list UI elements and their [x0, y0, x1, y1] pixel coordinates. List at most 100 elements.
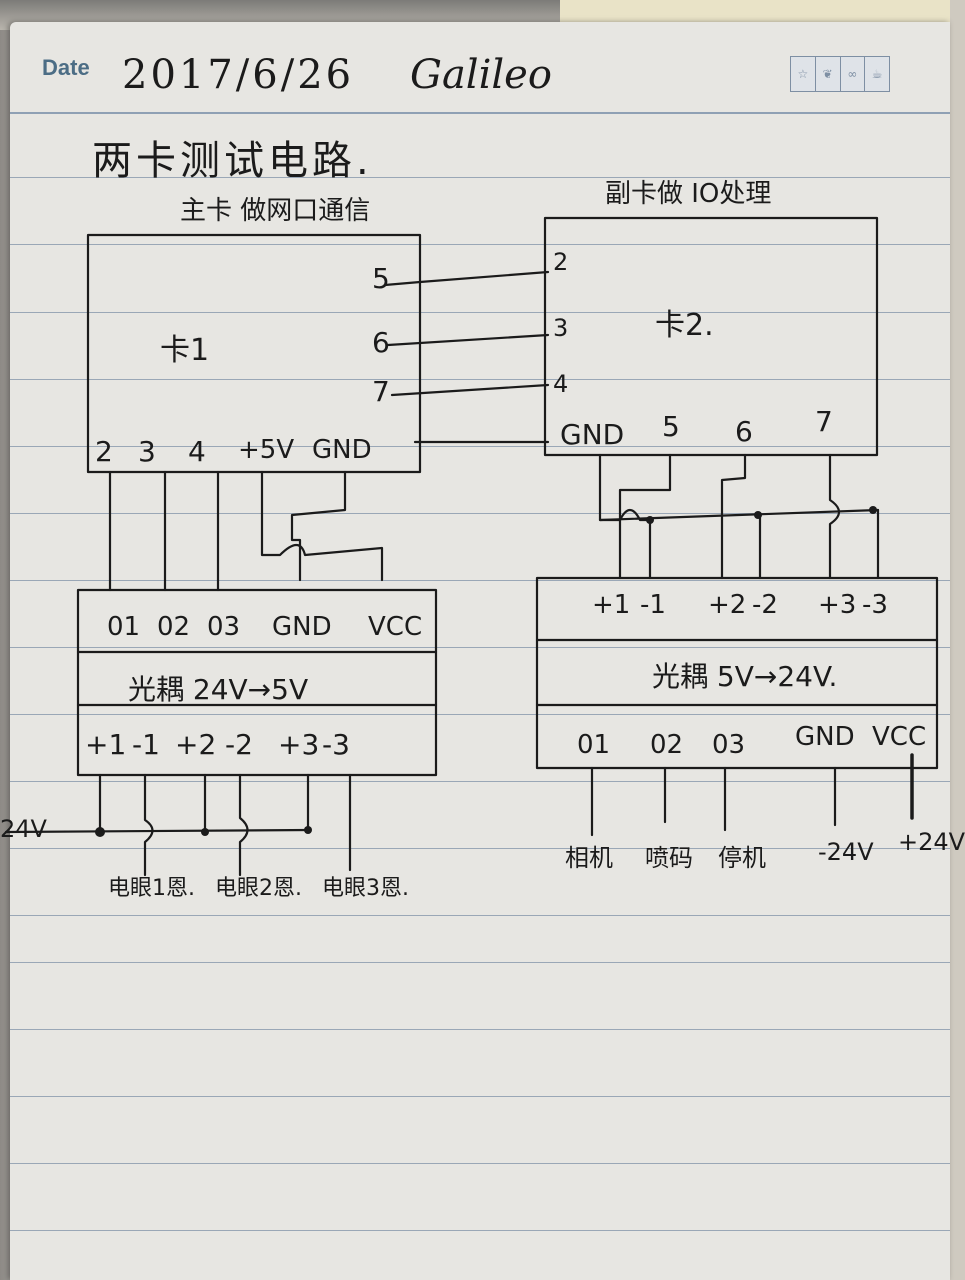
wire-gnd1 [290, 470, 347, 582]
glasses-icon: ∞ [840, 56, 866, 92]
wire-5v [260, 470, 384, 582]
wire-minus2-out [238, 773, 249, 877]
ruled-line [10, 312, 950, 313]
output-printer-label: 喷码 [645, 844, 693, 872]
junction-dot [869, 506, 877, 514]
header-icons: ☆ ❦ ∞ ☕ [790, 56, 890, 92]
wire-c2gnd [598, 453, 652, 580]
opto2-pin-minus2: -2 [752, 590, 778, 620]
opto1-pin-gnd: GND [272, 612, 332, 642]
card1-name: 卡1 [160, 333, 210, 368]
card1-pin-6: 6 [372, 326, 390, 359]
output-pos24-label: +24V [898, 828, 965, 856]
opto2-pin-01: 01 [577, 730, 611, 760]
opto2-pin-vcc: VCC [872, 722, 927, 752]
junction-dot [646, 516, 654, 524]
star-icon: ☆ [790, 56, 816, 92]
card1-pin-4: 4 [188, 435, 206, 468]
ruled-line [10, 962, 950, 963]
opto2-box [535, 576, 939, 770]
ruled-line [10, 513, 950, 514]
opto2-pin-02: 02 [650, 730, 684, 760]
opto2-pin-minus1: -1 [640, 590, 666, 620]
junction-dot [201, 828, 209, 836]
card2-pin-6: 6 [735, 415, 753, 448]
header-rule [10, 112, 950, 114]
card2-pin-5: 5 [662, 410, 680, 443]
ruled-line [10, 177, 950, 178]
card2-pin-4: 4 [553, 370, 569, 398]
wire-c2p5 [618, 453, 672, 580]
opto1-box [76, 588, 438, 777]
opto1-pin-plus1: +1 [85, 728, 127, 761]
card1-pin-7: 7 [372, 375, 390, 408]
opto2-name: 光耦 5V→24V. [652, 660, 838, 693]
ruled-line [10, 1230, 950, 1231]
ruled-line [10, 848, 950, 849]
opto2-pin-gnd: GND [795, 722, 855, 752]
ruled-line [10, 1096, 950, 1097]
junction-dot [754, 511, 762, 519]
card2-name: 卡2. [655, 308, 714, 343]
opto1-pin-minus1: -1 [132, 728, 160, 761]
sensor-1-label: 电眼1恩. [108, 876, 195, 901]
ruled-line [10, 1163, 950, 1164]
sub-card-note: 副卡做 IO处理 [605, 179, 772, 209]
opto2-pin-03: 03 [712, 730, 746, 760]
wire-c2p7 [828, 453, 841, 580]
opto1-pin-plus3: +3 [278, 728, 320, 761]
output-camera-label: 相机 [565, 844, 613, 872]
cup-icon: ☕ [865, 56, 890, 92]
opto1-pin-minus3: -3 [322, 728, 350, 761]
leaf-icon: ❦ [815, 56, 841, 92]
opto2-pin-plus2: +2 [708, 590, 747, 620]
wire-24v-bus [4, 828, 312, 834]
date-label: Date [42, 55, 90, 80]
card1-pin-3: 3 [138, 435, 156, 468]
opto1-pin-02: 02 [157, 612, 191, 642]
output-neg24-label: -24V [818, 838, 874, 866]
left-supply-label: 24V [0, 815, 47, 843]
wire-c1p5-c2p2 [383, 270, 550, 287]
wire-c1p6-c2p3 [386, 333, 550, 347]
opto1-pin-minus2: -2 [225, 728, 253, 761]
ruled-line [10, 446, 950, 447]
card2-pin-gnd: GND [560, 418, 625, 451]
opto2-pin-plus3: +3 [818, 590, 857, 620]
project-name: Galileo [410, 52, 552, 98]
card1-pin-5v: +5V [238, 435, 295, 465]
opto1-pin-01: 01 [107, 612, 141, 642]
wire-c2p6 [720, 453, 747, 580]
sensor-3-label: 电眼3恩. [322, 876, 409, 901]
card2-pin-2: 2 [553, 248, 569, 276]
wire-minus1-out [143, 773, 154, 877]
diagram-title: 两卡测试电路. [92, 138, 373, 184]
sensor-2-label: 电眼2恩. [215, 876, 302, 901]
ruled-line [10, 915, 950, 916]
opto1-name: 光耦 24V→5V [128, 673, 309, 706]
ruled-line [10, 1029, 950, 1030]
ruled-line [10, 714, 950, 715]
opto1-pin-03: 03 [207, 612, 241, 642]
opto1-pin-vcc: VCC [368, 612, 423, 642]
junction-dot [95, 827, 105, 837]
opto2-pin-plus1: +1 [592, 590, 631, 620]
card2-box [543, 216, 879, 457]
output-stop-label: 停机 [718, 844, 766, 872]
card2-pin-3: 3 [553, 314, 569, 342]
opto1-pin-plus2: +2 [175, 728, 217, 761]
main-card-note: 主卡 做网口通信 [180, 196, 371, 226]
card1-pin-5: 5 [372, 262, 390, 295]
ruled-line [10, 647, 950, 648]
card1-box [86, 233, 422, 474]
ruled-line [10, 580, 950, 581]
date-value: 2017/6/26 [122, 52, 355, 98]
card2-pin-7: 7 [815, 405, 833, 438]
card1-pin-gnd: GND [312, 435, 372, 465]
ruled-line [10, 781, 950, 782]
wire-c1p7-c2p4 [390, 383, 550, 397]
card1-pin-2: 2 [95, 435, 113, 468]
ruled-line [10, 244, 950, 245]
opto2-pin-minus3: -3 [862, 590, 888, 620]
